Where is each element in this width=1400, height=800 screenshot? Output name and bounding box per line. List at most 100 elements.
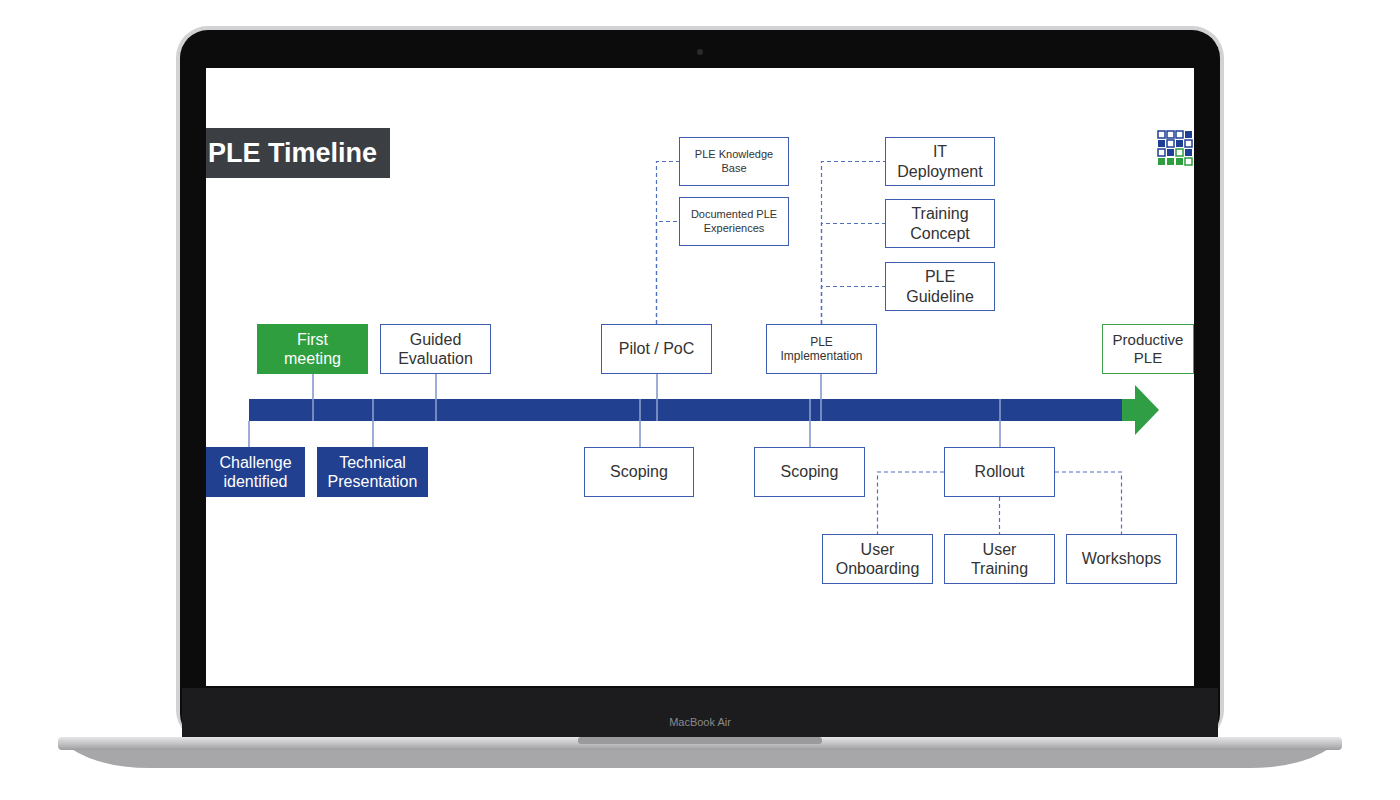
phase-box: Technical Presentation <box>317 447 428 497</box>
base-notch <box>578 737 822 744</box>
logo-square <box>1167 149 1174 156</box>
connector-line <box>878 472 945 534</box>
logo-square <box>1185 149 1192 156</box>
camera-dot <box>697 49 703 55</box>
node-label: Challenge identified <box>212 453 300 491</box>
activity-box: User Training <box>944 534 1055 584</box>
deliverable-box: PLE Guideline <box>885 262 995 311</box>
logo-square <box>1176 149 1183 156</box>
node-label: Rollout <box>975 462 1025 481</box>
milestone-tick <box>821 374 822 399</box>
logo-square <box>1167 158 1174 165</box>
laptop-bezel <box>180 30 1220 742</box>
deliverable-box: Training Concept <box>885 199 995 248</box>
node-label: Productive PLE <box>1105 331 1191 367</box>
phase-box: Scoping <box>584 447 694 497</box>
node-label: Training Concept <box>900 204 980 242</box>
milestone-tick <box>313 374 314 399</box>
logo-square <box>1158 149 1165 156</box>
laptop-base <box>58 737 1342 750</box>
device-label: MacBook Air <box>600 716 800 728</box>
node-label: User Training <box>960 540 1040 578</box>
bar-divider <box>1000 399 1001 421</box>
node-label: User Onboarding <box>832 540 924 578</box>
timeline-arrowhead <box>1122 385 1159 435</box>
connector-line <box>657 162 680 325</box>
milestone-tick <box>249 421 250 447</box>
connector-line <box>1055 472 1122 534</box>
node-label: PLE Knowledge Base <box>692 148 777 174</box>
connector-line <box>822 287 886 325</box>
milestone-tick <box>373 421 374 447</box>
bar-divider <box>640 399 641 421</box>
connector-path <box>822 287 886 325</box>
logo-square <box>1176 131 1183 138</box>
bar-divider <box>821 399 822 421</box>
logo-square <box>1167 140 1174 147</box>
connector-path <box>657 162 680 325</box>
milestone-ticks <box>249 374 1000 447</box>
screen <box>206 68 1194 686</box>
phase-box: Scoping <box>754 447 865 497</box>
logo-square <box>1158 158 1165 165</box>
logo-square <box>1167 131 1174 138</box>
timeline-bar <box>249 399 1125 421</box>
logo-square <box>1158 131 1165 138</box>
logo-square <box>1158 140 1165 147</box>
node-label: Documented PLE Experiences <box>688 208 780 234</box>
slide-title: PLE Timeline <box>206 128 390 178</box>
bar-divider <box>373 399 374 421</box>
connector-path <box>1055 472 1122 534</box>
milestone-box: First meeting <box>257 324 368 374</box>
milestone-tick <box>657 374 658 399</box>
phase-box: Rollout <box>944 447 1055 497</box>
connector-line <box>822 162 886 325</box>
deliverable-box: IT Deployment <box>885 137 995 186</box>
phase-box: Challenge identified <box>206 447 305 497</box>
milestone-tick <box>810 421 811 447</box>
milestone-box: Pilot / PoC <box>601 324 712 374</box>
deliverable-box: Documented PLE Experiences <box>679 197 789 246</box>
bar-dividers <box>313 399 1000 421</box>
connector-path <box>999 497 1000 534</box>
milestone-tick <box>640 421 641 447</box>
connector-path <box>822 162 886 325</box>
node-label: PLE Implementation <box>774 335 869 364</box>
bar-divider <box>810 399 811 421</box>
node-label: Pilot / PoC <box>619 339 695 358</box>
node-label: Scoping <box>781 462 839 481</box>
logo-square <box>1185 140 1192 147</box>
connector-line <box>822 224 886 325</box>
connector-path <box>878 472 945 534</box>
node-label: First meeting <box>273 330 353 368</box>
goal-box: Productive PLE <box>1102 324 1194 374</box>
node-label: Workshops <box>1082 549 1162 568</box>
logo-square <box>1185 131 1192 138</box>
logo-square <box>1176 140 1183 147</box>
node-label: Guided Evaluation <box>386 330 486 368</box>
milestone-box: PLE Implementation <box>766 324 877 374</box>
connector-line <box>657 222 680 325</box>
node-label: IT Deployment <box>893 142 988 180</box>
connector-line <box>999 497 1000 534</box>
bar-divider <box>657 399 658 421</box>
node-label: PLE Guideline <box>900 267 980 305</box>
bezel-chin <box>182 688 1218 738</box>
laptop-base-lower <box>70 748 1330 768</box>
deliverable-box: PLE Knowledge Base <box>679 137 789 186</box>
node-label: Scoping <box>610 462 668 481</box>
activity-box: Workshops <box>1066 534 1177 584</box>
milestone-tick <box>436 374 437 399</box>
logo-square <box>1176 158 1183 165</box>
connector-path <box>822 224 886 325</box>
logo-square <box>1185 158 1192 165</box>
laptop-rim <box>176 26 1224 742</box>
bar-divider <box>436 399 437 421</box>
company-logo <box>1158 131 1192 165</box>
activity-box: User Onboarding <box>822 534 933 584</box>
node-label: Technical Presentation <box>321 453 425 491</box>
